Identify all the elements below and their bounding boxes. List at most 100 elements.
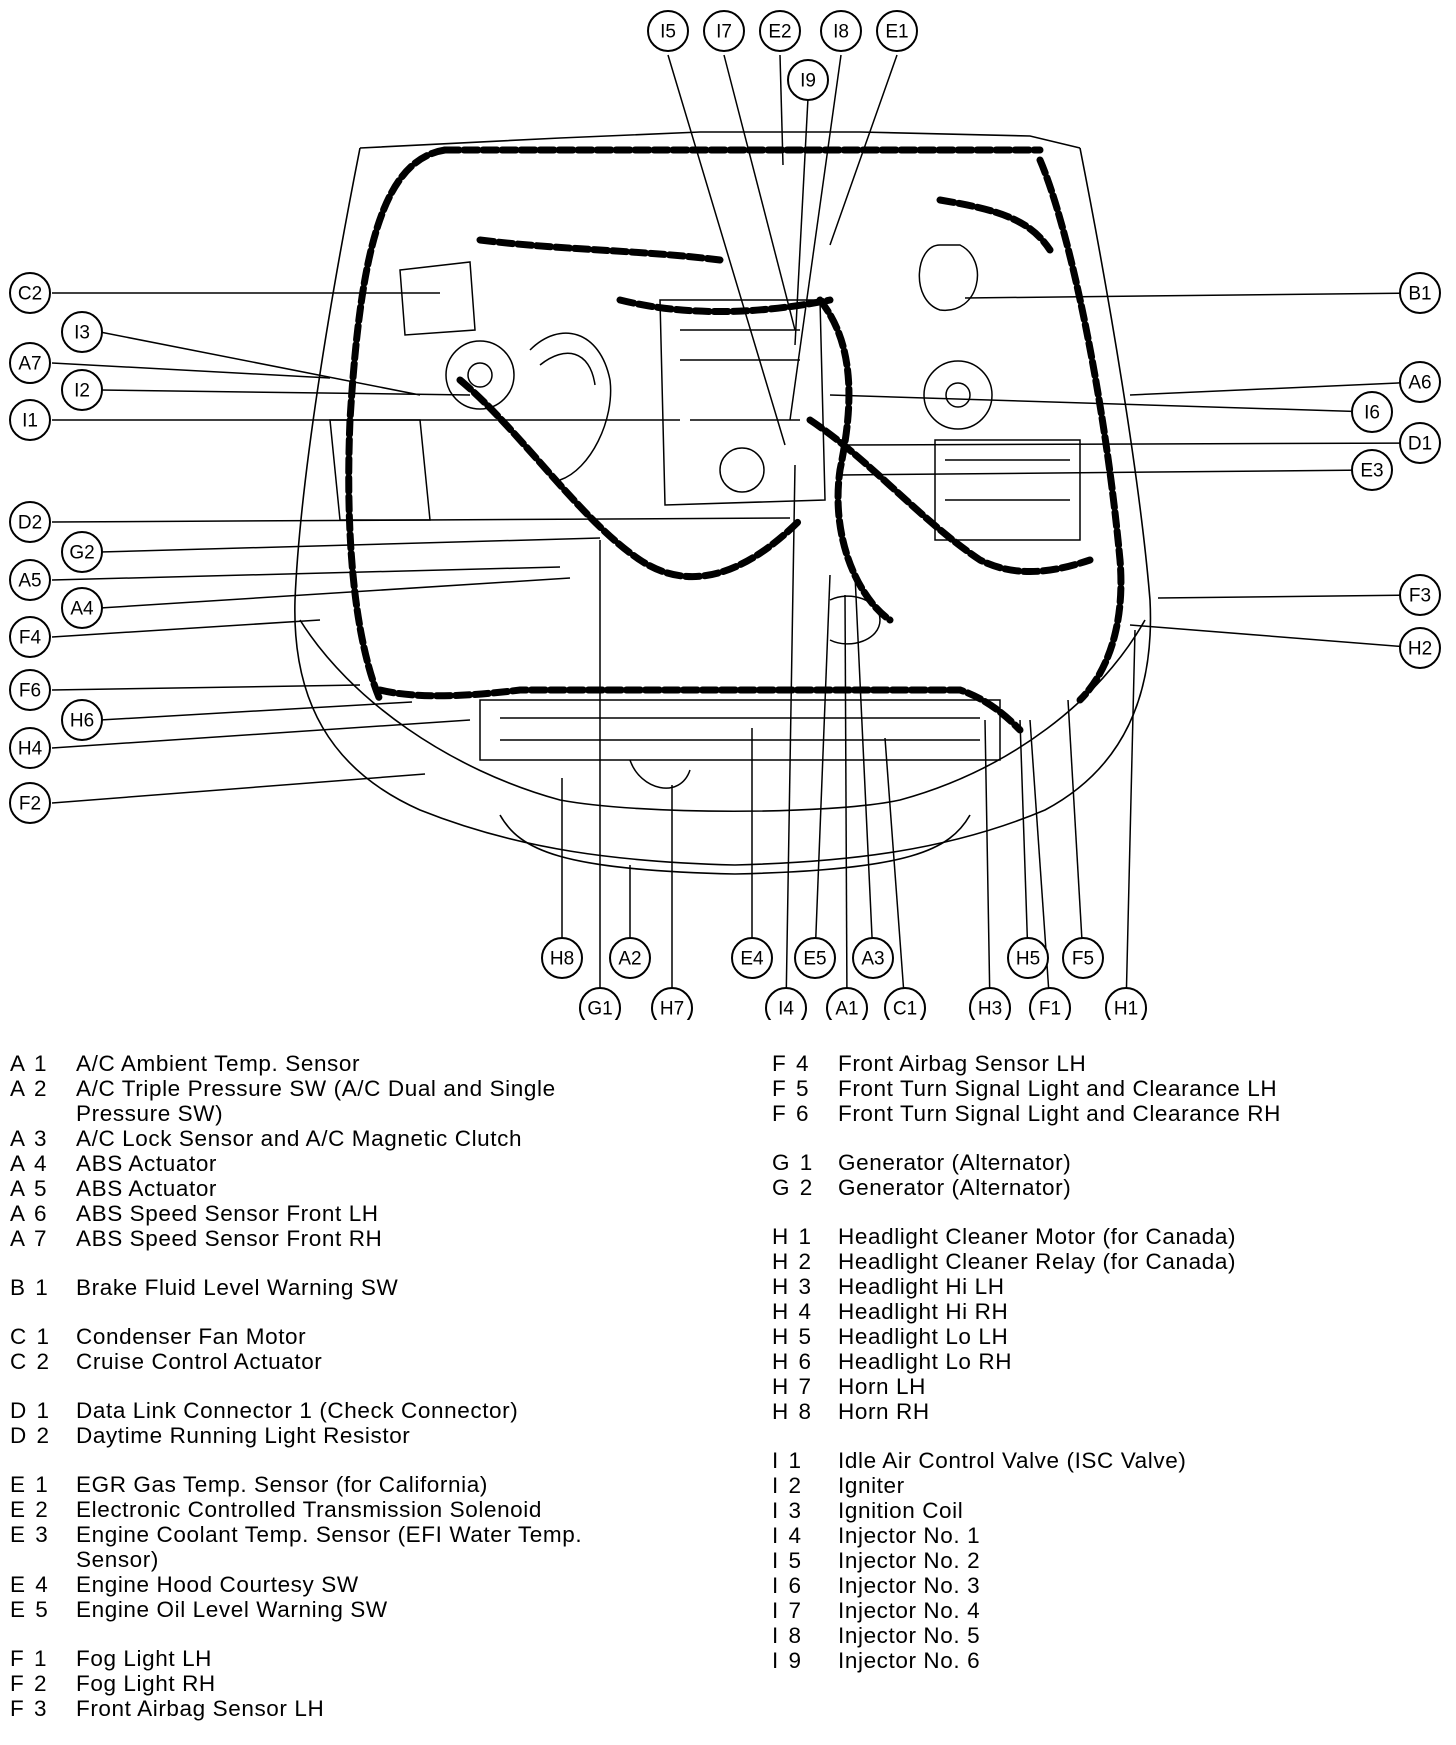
- callout-label: H1: [1114, 999, 1138, 1020]
- legend-item: I 9 Injector No. 6: [772, 1648, 1432, 1673]
- legend-description: Generator (Alternator): [838, 1150, 1072, 1175]
- callout-circle: [9, 727, 51, 769]
- callout-label: D2: [18, 513, 42, 534]
- legend-code: F 3: [10, 1696, 49, 1721]
- callout-circle: [884, 987, 926, 1020]
- legend-description: Igniter: [838, 1473, 905, 1498]
- callout-label: C1: [893, 999, 917, 1020]
- legend-code: I 3: [772, 1498, 804, 1523]
- legend-item: I 3 Ignition Coil: [772, 1498, 1432, 1523]
- callout-h6: H6: [61, 699, 103, 741]
- callout-label: G1: [587, 999, 612, 1020]
- callout-circle: [1399, 272, 1441, 314]
- callout-circle: [9, 669, 51, 711]
- callout-label: E4: [740, 949, 764, 970]
- legend-code: I 2: [772, 1473, 804, 1498]
- legend-description: Injector No. 6: [838, 1648, 981, 1673]
- callout-h2: H2: [1399, 627, 1441, 669]
- legend-code: A 4: [10, 1151, 49, 1176]
- callout-circle: [1399, 574, 1441, 616]
- legend-description: Daytime Running Light Resistor: [76, 1423, 411, 1448]
- legend-code: H 6: [772, 1349, 814, 1374]
- callout-label: H2: [1408, 639, 1432, 660]
- callout-label: F6: [19, 681, 41, 702]
- callout-label: I3: [74, 323, 90, 344]
- legend-description: A/C Lock Sensor and A/C Magnetic Clutch: [76, 1126, 523, 1151]
- legend-code: I 9: [772, 1648, 804, 1673]
- legend-description: Brake Fluid Level Warning SW: [76, 1275, 399, 1300]
- legend-code: C 2: [10, 1349, 52, 1374]
- legend-code: A 1: [10, 1051, 49, 1076]
- callout-circle: [1399, 361, 1441, 403]
- callout-circle: [1351, 391, 1393, 433]
- legend-description: Injector No. 2: [838, 1548, 981, 1573]
- callout-label: I7: [716, 22, 732, 43]
- callout-label: C2: [18, 284, 42, 305]
- callout-circle: [787, 59, 829, 101]
- legend-code: I 5: [772, 1548, 804, 1573]
- callout-label: A1: [835, 999, 858, 1020]
- callout-label: F2: [19, 794, 41, 815]
- callout-i1: I1: [9, 399, 51, 441]
- callout-a5: A5: [9, 559, 51, 601]
- vehicle-outline: [294, 131, 1152, 875]
- callout-a6: A6: [1399, 361, 1441, 403]
- legend-description: Headlight Cleaner Relay (for Canada): [838, 1249, 1237, 1274]
- legend-description: ABS Actuator: [76, 1176, 218, 1201]
- leader-lines: [51, 54, 1421, 1009]
- legend-code: H 2: [772, 1249, 814, 1274]
- callout-label: E3: [1360, 461, 1383, 482]
- callout-b1: B1: [1399, 272, 1441, 314]
- callout-label: D1: [1408, 434, 1432, 455]
- callout-label: I9: [800, 71, 816, 92]
- legend-code: E 1: [10, 1472, 50, 1497]
- legend-description: EGR Gas Temp. Sensor (for California): [76, 1472, 488, 1497]
- callout-circle: [759, 10, 801, 52]
- callout-circle: [1062, 937, 1104, 979]
- callout-label: F4: [19, 628, 42, 649]
- callout-circle: [794, 937, 836, 979]
- legend-description: Headlight Lo LH: [838, 1324, 1009, 1349]
- legend-code: D 1: [10, 1398, 52, 1423]
- legend-description: Ignition Coil: [838, 1498, 964, 1523]
- callout-i8: I8: [820, 10, 862, 52]
- callout-label: I6: [1364, 403, 1380, 424]
- callout-circle: [1029, 987, 1071, 1020]
- legend-description: Headlight Hi RH: [838, 1299, 1009, 1324]
- legend-description: Engine Oil Level Warning SW: [76, 1597, 388, 1622]
- callout-e3: E3: [1351, 449, 1393, 491]
- legend-item: I 2 Igniter: [772, 1473, 1432, 1498]
- legend-description: Cruise Control Actuator: [76, 1349, 323, 1374]
- callout-h8: H8: [541, 937, 583, 979]
- legend-description: ABS Speed Sensor Front LH: [76, 1201, 379, 1226]
- legend-description: A/C Ambient Temp. Sensor: [76, 1051, 361, 1076]
- callout-circle: [1007, 937, 1049, 979]
- legend-code: I 6: [772, 1573, 804, 1598]
- legend-code: [10, 1101, 76, 1126]
- legend-description: Headlight Hi LH: [838, 1274, 1005, 1299]
- callout-label: G2: [69, 543, 94, 564]
- legend-item: Sensor): [10, 1547, 750, 1572]
- callout-circle: [651, 987, 693, 1020]
- callout-label: H3: [978, 999, 1002, 1020]
- callout-circle: [9, 272, 51, 314]
- callout-circle: [9, 501, 51, 543]
- callout-c1: C1: [884, 987, 926, 1020]
- callout-i3: I3: [61, 311, 103, 353]
- legend-code: I 7: [772, 1598, 804, 1623]
